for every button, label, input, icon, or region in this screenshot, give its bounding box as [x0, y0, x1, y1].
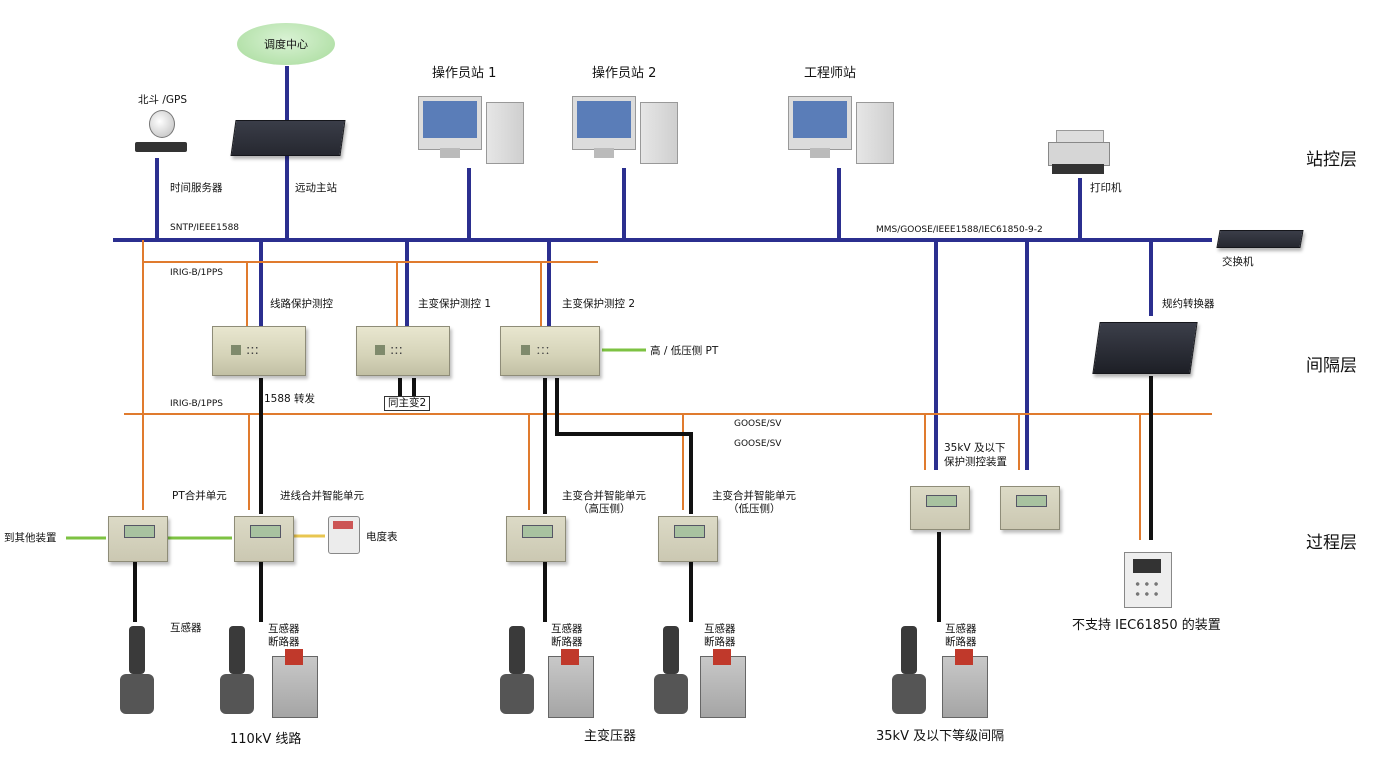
irigb-top-label: IRIG-B/1PPS: [170, 268, 223, 278]
breaker-label-1: 断路器: [268, 636, 300, 648]
switch-label: 交换机: [1222, 256, 1254, 268]
circuit-breaker-icon-1: [272, 649, 318, 718]
line-protection-label: 线路保护测控: [270, 298, 333, 310]
ct-label-1: 互感器: [268, 623, 300, 635]
instrument-transformer-icon-4: [654, 626, 688, 716]
switch-icon: [1216, 230, 1304, 248]
xfmr-mu-hv-device: [506, 516, 566, 562]
prot-35kv-label-line2: 保护测控装置: [944, 456, 1007, 468]
xfmr-protection-2-label: 主变保护测控 2: [562, 298, 636, 310]
operator-station-1-label: 操作员站 1: [432, 66, 497, 81]
dispatch-center-label: 调度中心: [264, 38, 308, 51]
transformer-label-1: 互感器: [170, 622, 202, 634]
hv-lv-pt-label: 高 / 低压侧 PT: [650, 345, 719, 357]
35kv-protection-device-a: [910, 486, 970, 530]
section-main-xfmr-label: 主变压器: [584, 729, 637, 744]
forward-1588-label: 1588 转发: [264, 393, 316, 405]
xfmr-mu-hv-label-line1: 主变合并智能单元: [562, 490, 646, 502]
ct-label-2: 互感器: [551, 623, 583, 635]
operator-station-2-label: 操作员站 2: [592, 66, 657, 81]
irigb-mid-label: IRIG-B/1PPS: [170, 399, 223, 409]
instrument-transformer-icon-5: [892, 626, 926, 716]
station-layer-label: 站控层: [1306, 150, 1357, 170]
mms-protocol-label: MMS/GOOSE/IEEE1588/IEC61850-9-2: [876, 225, 1043, 235]
instrument-transformer-icon-2: [220, 626, 254, 716]
breaker-label-3: 断路器: [704, 636, 736, 648]
energy-meter-icon: [328, 516, 360, 554]
printer-label: 打印机: [1090, 182, 1122, 194]
goose-sv-label-2: GOOSE/SV: [734, 439, 782, 449]
incoming-merging-unit-device: [234, 516, 294, 562]
remote-master-icon: [230, 120, 346, 156]
bay-layer-label: 间隔层: [1306, 356, 1357, 376]
xfmr-protection-2-device: [500, 326, 600, 376]
instrument-transformer-icon-1: [120, 626, 154, 716]
operator-station-1-icon: [418, 92, 526, 168]
circuit-breaker-icon-4: [942, 649, 988, 718]
ct-label-3: 互感器: [704, 623, 736, 635]
breaker-label-2: 断路器: [551, 636, 583, 648]
gps-receiver-icon: [135, 110, 189, 156]
engineer-station-icon: [788, 92, 896, 168]
unsupported-device-label: 不支持 IEC61850 的装置: [1072, 618, 1221, 633]
pt-merging-unit-label: PT合并单元: [172, 490, 227, 502]
pt-merging-unit-device: [108, 516, 168, 562]
35kv-protection-device-b: [1000, 486, 1060, 530]
same-as-xfmr2-label: 同主变2: [384, 396, 431, 411]
printer-icon: [1048, 130, 1110, 176]
engineer-station-label: 工程师站: [804, 66, 857, 81]
protocol-converter-label: 规约转换器: [1162, 298, 1215, 310]
xfmr-protection-1-device: [356, 326, 450, 376]
beidou-gps-label: 北斗 /GPS: [138, 94, 188, 106]
time-server-label: 时间服务器: [170, 182, 223, 194]
link-xfmr-mu-lv: [555, 378, 693, 514]
to-other-devices-label: 到其他装置: [4, 532, 57, 544]
goose-sv-label-1: GOOSE/SV: [734, 419, 782, 429]
ct-label-4: 互感器: [945, 623, 977, 635]
xfmr-mu-lv-label-line2: （低压侧）: [728, 503, 781, 515]
unsupported-device-icon: [1124, 552, 1172, 608]
sntp-protocol-label: SNTP/IEEE1588: [170, 223, 240, 233]
operator-station-2-icon: [572, 92, 680, 168]
prot-35kv-label-line1: 35kV 及以下: [944, 442, 1006, 454]
xfmr-mu-lv-label-line1: 主变合并智能单元: [712, 490, 796, 502]
process-layer-label: 过程层: [1306, 533, 1357, 553]
line-protection-device: [212, 326, 306, 376]
xfmr-protection-1-label: 主变保护测控 1: [418, 298, 492, 310]
xfmr-mu-hv-label-line2: （高压侧）: [578, 503, 631, 515]
instrument-transformer-icon-3: [500, 626, 534, 716]
breaker-label-4: 断路器: [945, 636, 977, 648]
incoming-merging-unit-label: 进线合并智能单元: [280, 490, 364, 502]
circuit-breaker-icon-3: [700, 649, 746, 718]
energy-meter-label: 电度表: [366, 531, 398, 543]
section-110kv-label: 110kV 线路: [230, 732, 302, 747]
section-35kv-label: 35kV 及以下等级间隔: [876, 729, 1005, 744]
protocol-converter-icon: [1092, 322, 1198, 374]
dispatch-center-cloud: 调度中心: [237, 23, 335, 65]
circuit-breaker-icon-2: [548, 649, 594, 718]
remote-master-label: 远动主站: [295, 182, 337, 194]
xfmr-mu-lv-device: [658, 516, 718, 562]
